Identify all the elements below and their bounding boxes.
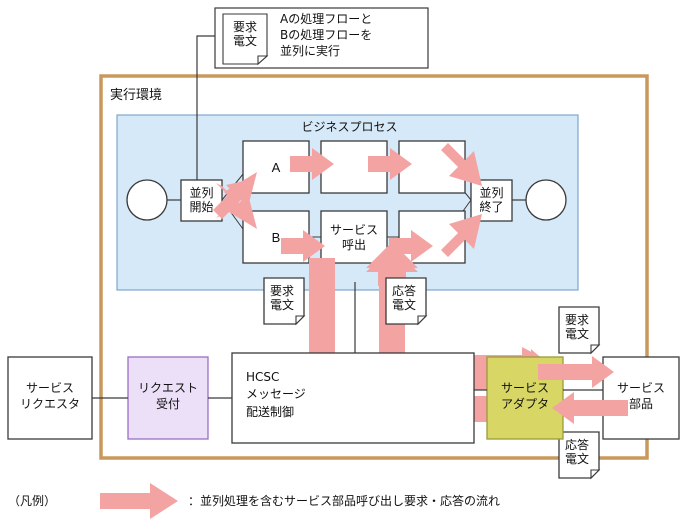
- legend-arrow-icon: [100, 483, 178, 519]
- flow-arrow-fork-up-thick: [216, 172, 257, 218]
- bp-end-circle: [525, 179, 567, 221]
- flow-arrow-join-up: [441, 214, 482, 257]
- flow-arrow-b1-b2: [281, 230, 325, 262]
- service-component-box: [602, 356, 680, 440]
- hcsc-box: [231, 352, 475, 444]
- flow-arrow-adapter-to-component: [538, 356, 614, 388]
- flow-pipe-request-body: [309, 258, 335, 368]
- callout-leader-line: [196, 35, 215, 186]
- task-a3: [398, 140, 466, 194]
- flow-arrow-join-down: [441, 143, 482, 186]
- service-requester-box: [7, 356, 93, 440]
- parallel-start-box: [180, 179, 223, 222]
- flow-arrow-fork-down-thick: [216, 183, 257, 229]
- request-reception-box: [127, 356, 209, 440]
- parallel-end-box: [470, 179, 513, 222]
- flow-arrow-a2-a3: [368, 148, 412, 180]
- bp-start-circle: [126, 179, 168, 221]
- flow-arrow-a1-a2: [290, 148, 334, 180]
- task-b2: [320, 210, 388, 264]
- execution-environment-frame: [99, 74, 649, 460]
- flow-arrow-component-to-adapter: [552, 392, 628, 424]
